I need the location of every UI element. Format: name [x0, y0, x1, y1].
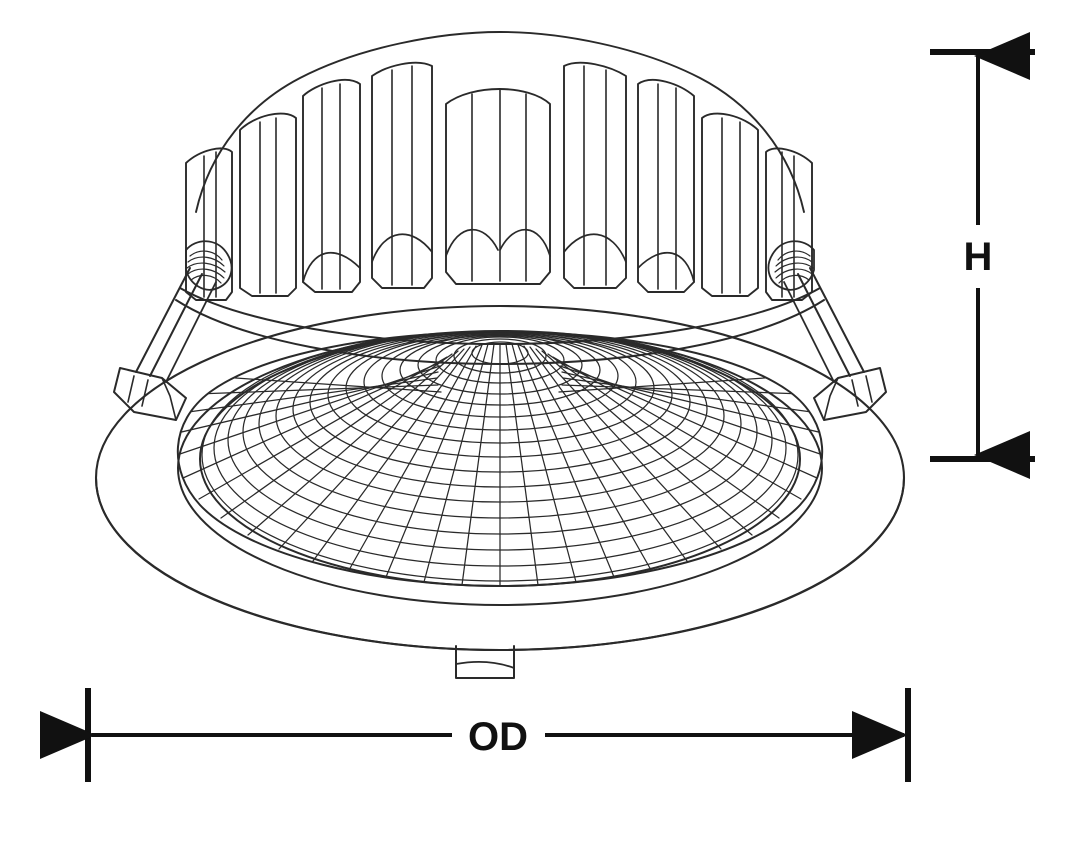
spring-clip-left [113, 240, 233, 421]
dimension-outer-diameter: OD [39, 688, 911, 782]
reflector [176, 331, 824, 587]
spring-clip-right [767, 240, 887, 421]
heat-sink-fins [185, 31, 813, 301]
downlight-illustration [94, 31, 906, 679]
height-dimension-label: H [964, 235, 993, 279]
dimension-height: H [930, 32, 1035, 479]
reflector-facet-grid [177, 332, 823, 586]
cable-tab [455, 645, 515, 679]
outer-diameter-dimension-label: OD [468, 715, 528, 759]
